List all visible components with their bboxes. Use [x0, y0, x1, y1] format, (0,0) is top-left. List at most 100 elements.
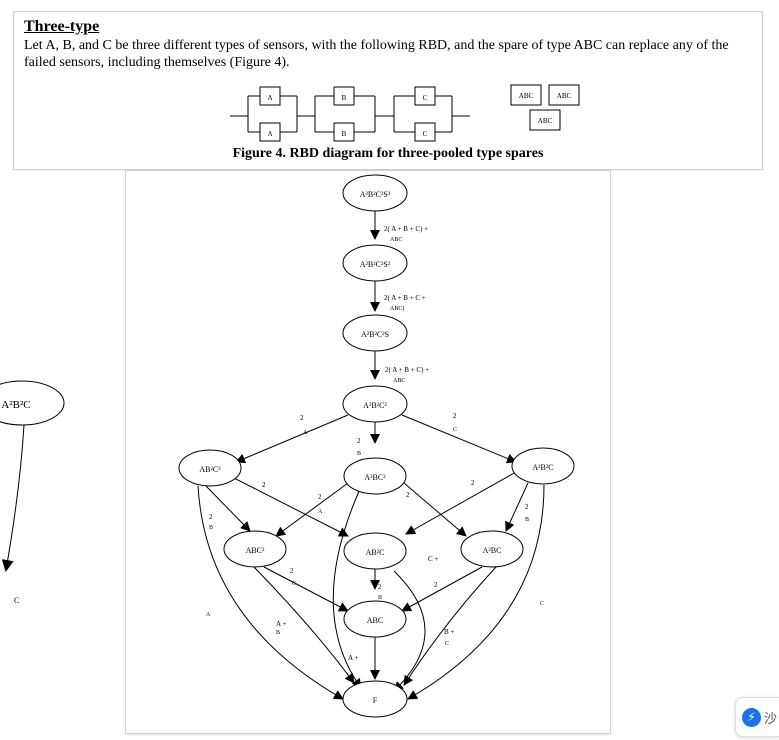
svg-text:ABC: ABC [519, 92, 534, 100]
edge-abc2-abc [263, 566, 349, 612]
svg-text:C: C [423, 130, 428, 138]
rate-label: B [276, 630, 280, 636]
svg-text:C: C [423, 94, 428, 102]
rate-label: 2 [209, 513, 213, 521]
rbd-spare-2: ABC [548, 84, 580, 106]
node-ab2c: AB²C [343, 532, 407, 570]
rate-label: 2 [318, 493, 322, 501]
figure-caption: Figure 4. RBD diagram for three-pooled t… [232, 146, 544, 161]
svg-text:A: A [267, 94, 272, 102]
svg-text:B: B [342, 94, 347, 102]
rate-label: C [292, 581, 296, 587]
rbd-spare-1: ABC [510, 84, 542, 106]
svg-text:A²B²C²S: A²B²C²S [361, 330, 389, 339]
rate-label: 2 [290, 567, 294, 575]
svg-text:ABC: ABC [557, 92, 572, 100]
rbd-spare-3: ABC [529, 109, 561, 131]
rate-label: B [209, 525, 213, 531]
svg-text:A²B²C: A²B²C [532, 463, 553, 472]
edge-a2bc2-fail [332, 488, 362, 689]
node-s3: A²B²C²S³ [342, 174, 408, 212]
rate-label: A [318, 509, 323, 515]
rate-label: B [378, 595, 382, 601]
rate-label: A + [348, 654, 358, 662]
edge-ab2c2-ab2c [225, 473, 349, 537]
node-a2bc2: A²BC² [343, 457, 407, 495]
edge-a2bc2-a2bc [403, 482, 467, 537]
edge-a2b2c-ab2c [405, 471, 517, 535]
svg-text:AB²C: AB²C [366, 548, 385, 557]
node-full: A²B²C² [342, 385, 408, 423]
left-node: A²B²C [0, 380, 65, 426]
svg-text:A²B²C: A²B²C [1, 399, 30, 411]
svg-text:A²B²C²S²: A²B²C²S² [360, 260, 391, 269]
markov-graph-panel: A²B²C²S³ A²B²C²S² A²B²C²S A²B²C² AB²C² A… [125, 170, 611, 734]
edge-a2bc-abc [401, 566, 483, 612]
svg-text:A²B²C²S³: A²B²C²S³ [360, 190, 391, 199]
rbd-diagram: A A B B C C ABC ABC [230, 84, 580, 142]
svg-text:AB²C²: AB²C² [199, 465, 221, 474]
svg-text:A²BC: A²BC [483, 546, 502, 555]
svg-text:B: B [342, 130, 347, 138]
rate-label: 2 [525, 503, 529, 511]
markov-graph: A²B²C²S³ A²B²C²S² A²B²C²S A²B²C² AB²C² A… [178, 174, 575, 718]
rate-label: 2 [453, 412, 457, 420]
left-edge [1, 424, 25, 572]
rate-label: A [303, 430, 308, 436]
floating-assistant-badge[interactable]: ⚡ 沙 [735, 697, 779, 737]
edge-full-a2b2c [401, 414, 517, 464]
edge-a2bc2-abc2 [275, 482, 349, 537]
svg-text:ABC: ABC [538, 117, 553, 125]
edge-abc2-fail [253, 566, 355, 684]
rbd-block-c1: C [414, 86, 436, 106]
edge-a2b2c-a2bc [505, 482, 529, 532]
node-ab2c2: AB²C² [178, 449, 242, 487]
edge-full-ab2c2 [235, 414, 349, 464]
section-paragraph: Let A, B, and C be three different types… [24, 38, 729, 70]
rate-label: 2 [406, 491, 410, 499]
node-a2bc: A²BC [460, 530, 524, 568]
rate-label: B [357, 451, 361, 457]
rbd-block-b2: B [333, 122, 355, 142]
rate-label: ABC [393, 378, 405, 384]
svg-text:ABC²: ABC² [246, 546, 265, 555]
rate-label: C + [428, 555, 438, 563]
rbd-block-c2: C [414, 122, 436, 142]
section-title: Three-type [24, 18, 100, 35]
edge-a2b2c-fail [407, 484, 545, 700]
rate-label: 2 [357, 437, 361, 445]
left-edge-label: C [14, 596, 19, 605]
lightning-icon: ⚡ [742, 708, 761, 727]
edge-ab2c2-fail [197, 485, 344, 700]
rate-label: 2( A + B + C) + [385, 366, 429, 374]
left-graph-fragment: A²B²C C [0, 380, 65, 605]
rate-label: 2 [300, 414, 304, 422]
badge-label: 沙 [764, 712, 778, 727]
rate-label: ABC) [390, 305, 404, 312]
rate-label: B + [444, 628, 454, 636]
node-fail: F [342, 680, 408, 718]
edge-a2bc-fail [403, 566, 497, 686]
svg-text:A²B²C²: A²B²C² [363, 401, 387, 410]
rate-label: A + [276, 620, 286, 628]
svg-text:A: A [267, 130, 272, 138]
rate-label: 2( A + B + C) + [384, 225, 428, 233]
rate-label: C [540, 601, 544, 607]
svg-text:F: F [373, 696, 378, 705]
rate-label: 2 [378, 583, 382, 591]
node-s1: A²B²C²S [342, 314, 408, 352]
node-a2b2c: A²B²C [511, 447, 575, 485]
rate-label: A [206, 612, 211, 618]
rate-label: C [453, 427, 457, 433]
rate-label: 2( A + B + C + [384, 294, 426, 302]
rbd-block-a2: A [259, 122, 281, 142]
rate-label: 2 [434, 581, 438, 589]
node-abc2: ABC² [223, 530, 287, 568]
node-abc: ABC [343, 600, 407, 638]
node-s2: A²B²C²S² [342, 244, 408, 282]
figure-section: Three-type Let A, B, and C be three diff… [13, 11, 763, 170]
rate-label: 2 [471, 479, 475, 487]
edge-ab2c2-abc2 [205, 485, 251, 532]
svg-text:ABC: ABC [367, 616, 383, 625]
rbd-block-a1: A [259, 86, 281, 106]
